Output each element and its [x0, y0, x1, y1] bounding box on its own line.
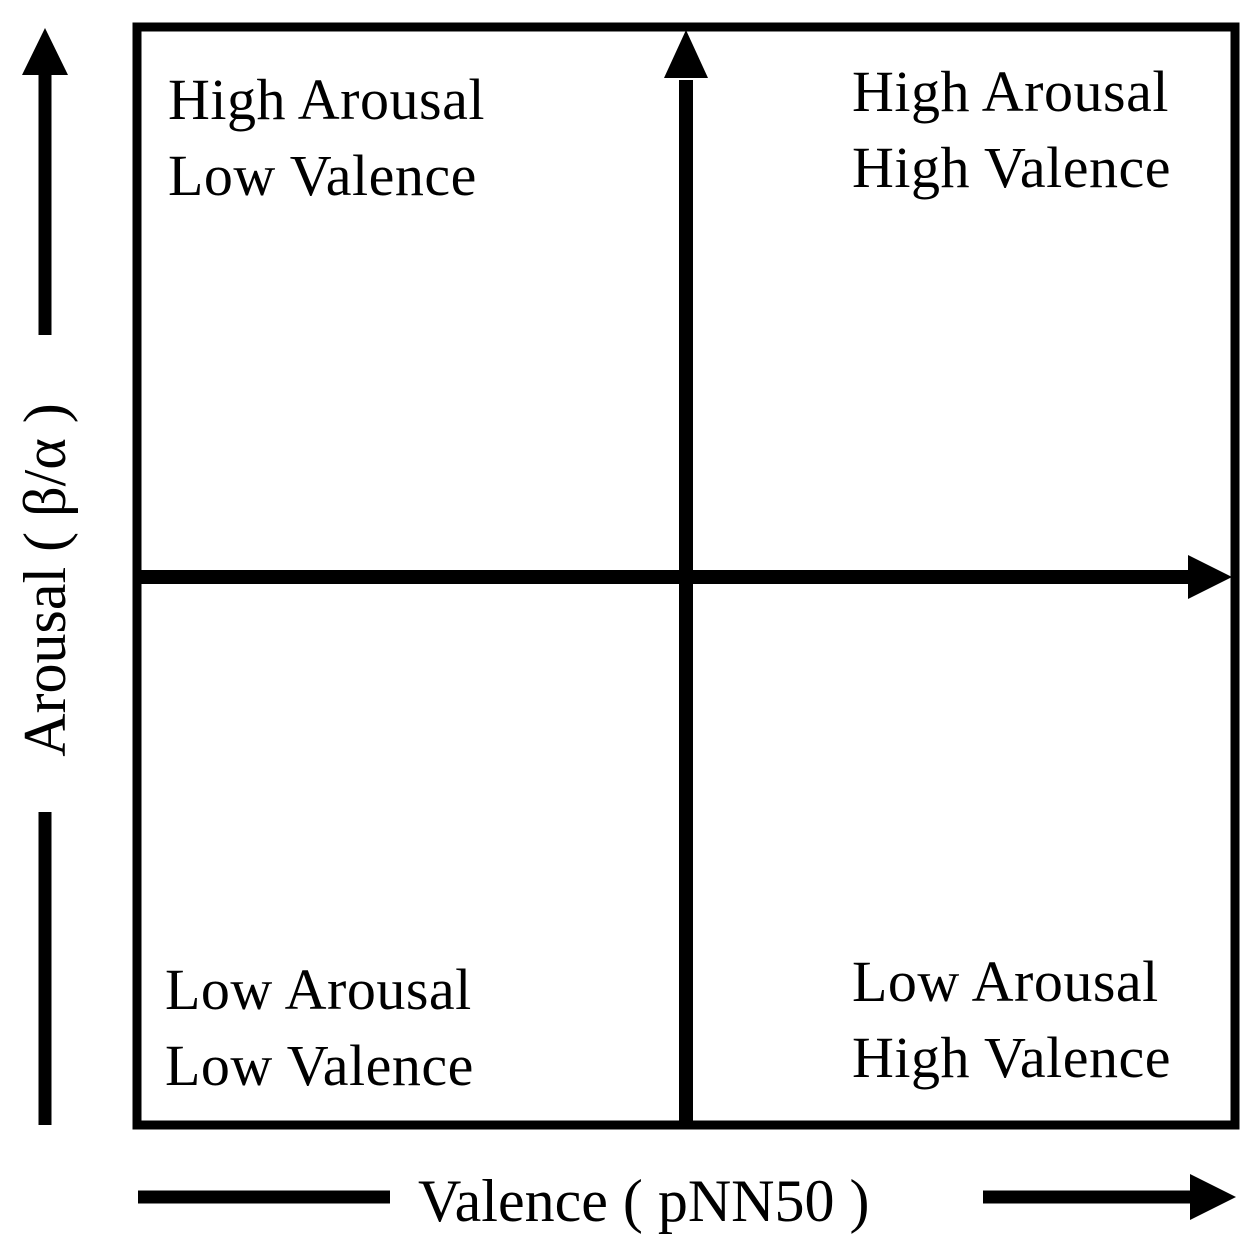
quadrant-label-line: Low Arousal: [165, 957, 472, 1022]
quadrant-label-line: High Arousal: [168, 67, 485, 132]
quadrant-label-high-arousal-low-valence: High Arousal Low Valence: [168, 62, 485, 214]
y-axis-label: Arousal ( β/α ): [12, 403, 78, 757]
x-axis-label: Valence ( pNN50 ): [418, 1168, 870, 1234]
quadrant-label-line: High Valence: [852, 135, 1171, 200]
horizontal-axis-arrowhead: [1188, 555, 1232, 599]
quadrant-label-line: Low Valence: [168, 143, 477, 208]
quadrant-label-low-arousal-low-valence: Low Arousal Low Valence: [165, 952, 474, 1104]
quadrant-label-line: High Valence: [852, 1025, 1171, 1090]
quadrant-label-high-arousal-high-valence: High Arousal High Valence: [852, 54, 1171, 206]
quadrant-label-line: Low Valence: [165, 1033, 474, 1098]
quadrant-label-line: High Arousal: [852, 59, 1169, 124]
y-axis-arrowhead: [22, 28, 68, 75]
quadrant-label-low-arousal-high-valence: Low Arousal High Valence: [852, 944, 1171, 1096]
x-axis-arrowhead: [1190, 1174, 1236, 1220]
quadrant-label-line: Low Arousal: [852, 949, 1159, 1014]
vertical-axis-arrowhead: [664, 30, 708, 78]
